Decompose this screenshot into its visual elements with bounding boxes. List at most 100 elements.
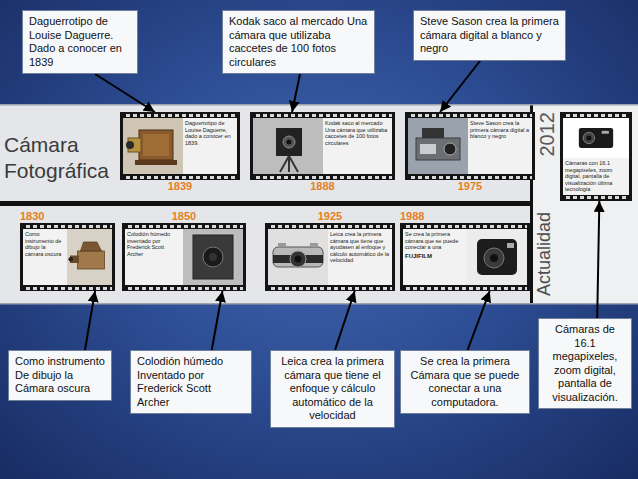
year-label: 1830 [20,210,115,223]
frame-photo: Kodak saco al mercado Una cámara que uti… [253,118,392,174]
brand-label: FUJIFILM [403,253,467,261]
film-sprockets [253,176,392,179]
frame-caption: Kodak saco al mercado Una cámara que uti… [323,118,392,148]
year-label: 1850 [122,210,246,223]
film-sprockets [253,114,392,117]
film-frame: Cámaras con 16.1 megapixeles, zoom digit… [560,112,632,201]
film-frame: Daguerrotipo de Louise Daguerre, dado a … [120,112,240,180]
film-sprockets [408,176,532,179]
camera-illustration [408,118,468,174]
callout-text: Kodak saco al mercado Una cámara que uti… [229,15,368,69]
frame-photo: Daguerrotipo de Louise Daguerre, dado a … [123,118,237,174]
callout-box: Daguerrotipo de Louise Daguerre. Dado a … [22,10,138,74]
panel-ground [0,105,638,304]
film-sprockets [563,114,629,117]
callout-box: Kodak saco al mercado Una cámara que uti… [222,10,375,74]
timeline-frame: 1988 Se crea la primera cámara que se pue… [400,210,530,291]
callout-box: Colodión húmedo Inventado por Frederick … [130,350,252,414]
frame-photo: Se crea la primera cámara que se puede c… [403,229,527,285]
film-sprockets [123,176,237,179]
caption-column: Cámaras con 16.1 megapixeles, zoom digit… [563,158,629,195]
timeline-frame: Kodak saco al mercado Una cámara que uti… [250,112,395,193]
diagram-title: Cámara Fotográfica [4,132,118,184]
film-sprockets [23,287,112,290]
caption-column: Kodak saco al mercado Una cámara que uti… [323,118,392,174]
film-frame: Kodak saco al mercado Una cámara que uti… [250,112,395,180]
panel-edge [0,303,638,305]
camera-illustration [67,229,112,285]
timeline-frame: 2012Cámaras con 16.1 megapixeles, zoom d… [536,112,632,201]
year-label: 1925 [265,210,395,223]
callout-text: Se crea la primera Cámara que se puede c… [407,355,523,409]
callout-box: Steve Sason crea la primera cámara digit… [413,10,566,61]
callout-text: Leica crea la primera cámara que tiene e… [277,355,388,423]
caption-column: Colodión húmedo inventado por Frederick … [125,229,183,285]
year-label: 2012 [536,112,558,157]
frame-photo: Leica crea la primera cámara que tiene q… [268,229,392,285]
film-sprockets [268,225,392,228]
panel-present [532,105,638,304]
frame-caption: Como instrumento de dibujo la cámara osc… [23,229,67,259]
camera-illustration [268,229,328,285]
callout-box: Leica crea la primera cámara que tiene e… [270,350,395,428]
camera-illustration [123,118,183,174]
frame-photo: Como instrumento de dibujo la cámara osc… [23,229,112,285]
film-frame: Colodión húmedo inventado por Frederick … [122,223,246,291]
callout-text: Daguerrotipo de Louise Daguerre. Dado a … [29,15,131,69]
film-frame: Como instrumento de dibujo la cámara osc… [20,223,115,291]
film-sprockets [125,287,243,290]
frame-caption: Daguerrotipo de Louise Daguerre, dado a … [183,118,237,148]
frame-caption: Colodión húmedo inventado por Frederick … [125,229,183,259]
frame-caption: Se crea la primera cámara que se puede c… [403,229,467,253]
arrow-connector [440,61,480,113]
film-frame: Se crea la primera cámara que se puede c… [400,223,530,291]
film-frame: Leica crea la primera cámara que tiene q… [265,223,395,291]
timeline-frame: 1830Como instrumento de dibujo la cámara… [20,210,115,291]
year-label: 1888 [250,180,395,193]
arrow-connector [85,291,95,350]
callout-text: Colodión húmedo Inventado por Frederick … [137,355,245,409]
film-frame: Steve Sason crea la primera cámara digit… [405,112,535,180]
callout-box: Como instrumento De dibujo la Cámara osc… [8,350,112,401]
frame-photo: Colodión húmedo inventado por Frederick … [125,229,243,285]
timeline-frame: 1850Colodión húmedo inventado por Freder… [122,210,246,291]
timeline-bar [0,201,532,206]
film-sprockets [268,287,392,290]
frame-caption: Leica crea la primera cámara que tiene q… [328,229,392,266]
year-label: 1988 [400,210,530,223]
camera-illustration [467,229,527,285]
film-sprockets [23,225,112,228]
film-sprockets [403,287,527,290]
frame-photo: Steve Sason crea la primera cámara digit… [408,118,532,174]
film-sprockets [123,114,237,117]
timeline-frame: Steve Sason crea la primera cámara digit… [405,112,535,193]
camera-illustration [563,118,629,158]
arrow-connector [95,74,155,112]
callout-text: Steve Sason crea la primera cámara digit… [420,15,559,56]
camera-illustration [183,229,243,285]
arrow-connector [468,291,490,350]
caption-column: Como instrumento de dibujo la cámara osc… [23,229,67,285]
year-label: 1839 [120,180,240,193]
callout-text: Cámaras de 16.1 megapixeles, zoom digita… [545,323,625,404]
arrow-connector [292,74,300,112]
film-sprockets [563,196,629,199]
panel-edge [0,104,638,106]
camera-illustration [253,118,323,174]
film-sprockets [408,114,532,117]
arrow-connector [212,291,223,350]
frame-caption: Steve Sason crea la primera cámara digit… [468,118,532,142]
callout-text: Como instrumento De dibujo la Cámara osc… [15,355,105,396]
arrow-connector [597,201,599,318]
timeline-frame: Daguerrotipo de Louise Daguerre, dado a … [120,112,240,193]
callout-box: Cámaras de 16.1 megapixeles, zoom digita… [538,318,632,409]
film-sprockets [125,225,243,228]
caption-column: Se crea la primera cámara que se puede c… [403,229,467,285]
caption-column: Leica crea la primera cámara que tiene q… [328,229,392,285]
period-label: Actualidad [534,212,554,296]
frame-caption: Cámaras con 16.1 megapixeles, zoom digit… [563,158,629,195]
timeline-frame: 1925Leica crea la primera cámara que tie… [265,210,395,291]
film-sprockets [403,225,527,228]
caption-column: Steve Sason crea la primera cámara digit… [468,118,532,174]
